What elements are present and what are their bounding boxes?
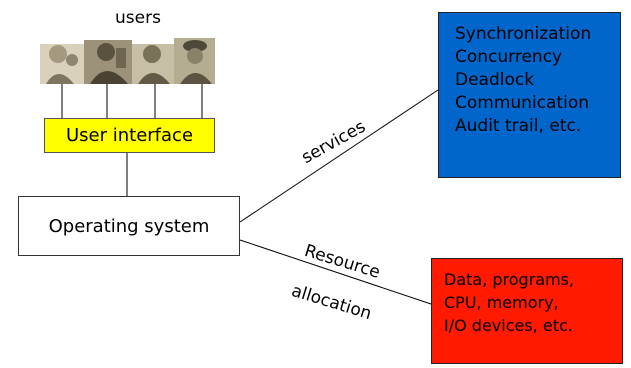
user-figure-3 <box>132 44 174 84</box>
operating-system-box: Operating system <box>18 196 240 256</box>
os-resources-connector <box>239 239 432 305</box>
services-item: Audit trail, etc. <box>455 116 582 136</box>
os-services-connector <box>239 89 439 223</box>
operating-system-label: Operating system <box>48 215 210 237</box>
services-item: Synchronization <box>455 24 592 44</box>
resources-box: Data, programs, CPU, memory, I/O devices… <box>431 258 623 364</box>
services-item: Concurrency <box>455 47 563 67</box>
users-label: users <box>115 8 161 28</box>
user-interface-box: User interface <box>44 118 215 153</box>
resource-item: I/O devices, etc. <box>444 316 573 335</box>
user-figure-1 <box>40 44 84 84</box>
resource-item: Data, programs, <box>444 270 575 289</box>
services-item: Communication <box>455 93 589 113</box>
resource-item: CPU, memory, <box>444 293 559 312</box>
user-figure-2 <box>84 40 132 84</box>
user-figure-4 <box>174 38 215 84</box>
users-illustration <box>40 38 215 84</box>
user-interface-label: User interface <box>65 125 194 146</box>
services-item: Deadlock <box>455 70 535 90</box>
services-box: Synchronization Concurrency Deadlock Com… <box>438 12 621 178</box>
